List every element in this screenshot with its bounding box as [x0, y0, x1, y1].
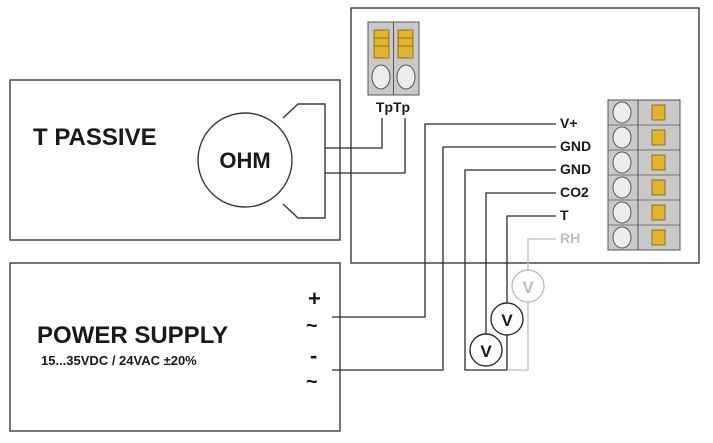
- wire-gnd-2: [464, 169, 556, 371]
- resistor-label: OHM: [219, 148, 270, 173]
- voltmeter-co2: [469, 333, 503, 367]
- wire-rh: [527, 238, 556, 270]
- t-passive-module: T PASSIVE OHM: [9, 79, 341, 241]
- voltmeter-rh: [511, 269, 545, 303]
- terminal-label-gnd-2: GND: [560, 161, 591, 177]
- terminal-label-gnd-1: GND: [560, 138, 591, 154]
- terminal-contact: [651, 129, 666, 146]
- terminal-screw: [612, 101, 632, 124]
- wire-ohm-tp2: [325, 118, 406, 174]
- power-supply-spec: 15...35VDC / 24VAC ±20%: [41, 353, 197, 368]
- tptp-contact-2: [397, 29, 414, 59]
- wire-gnd-1: [332, 146, 556, 371]
- transmitter-housing: [350, 7, 700, 264]
- terminal-tilde-2: ~: [306, 371, 318, 393]
- tptp-connector: TpTp: [367, 21, 420, 115]
- terminal-screw: [612, 226, 632, 249]
- terminal-label-co2: CO2: [560, 184, 589, 200]
- voltmeter-rh-label: V: [522, 278, 534, 297]
- terminal-label-t: T: [560, 207, 569, 223]
- power-supply-title: POWER SUPPLY: [37, 322, 228, 349]
- terminal-screw: [612, 176, 632, 199]
- wire-t: [506, 215, 556, 303]
- tptp-screw-2: [396, 64, 416, 90]
- terminal-contact: [651, 104, 666, 121]
- terminal-contact: [651, 204, 666, 221]
- wire-ohm-tp1: [325, 118, 383, 149]
- tptp-label: TpTp: [376, 99, 410, 115]
- voltmeter-t: [490, 302, 524, 336]
- t-passive-title: T PASSIVE: [33, 124, 157, 151]
- voltmeter-t-label: V: [501, 311, 513, 330]
- wire-co2: [485, 192, 556, 334]
- tptp-contact-1: [373, 29, 390, 59]
- voltmeters: V V V: [469, 269, 545, 367]
- wire-rh-common: [507, 302, 529, 371]
- terminal-cells: [608, 99, 680, 249]
- terminal-label-rh: RH: [560, 230, 580, 246]
- resistor-circle: [197, 112, 293, 208]
- voltmeter-co2-label: V: [480, 342, 492, 361]
- terminal-minus: -: [310, 343, 317, 368]
- wires: [325, 118, 556, 371]
- terminal-block: [607, 99, 681, 251]
- terminal-screw: [612, 126, 632, 149]
- t-passive-box: [9, 79, 341, 241]
- terminal-contact: [651, 229, 666, 246]
- power-supply-module: POWER SUPPLY 15...35VDC / 24VAC ±20% + ~…: [9, 262, 341, 432]
- tptp-screw-1: [371, 64, 391, 90]
- terminal-screw: [612, 201, 632, 224]
- terminal-labels: V+ GND GND CO2 T RH: [560, 115, 591, 246]
- resistor-tab: [282, 103, 326, 219]
- power-supply-box: [9, 262, 341, 432]
- terminal-plus: +: [308, 286, 321, 311]
- terminal-contact: [651, 179, 666, 196]
- terminal-label-vplus: V+: [560, 115, 578, 131]
- terminal-contact: [651, 154, 666, 171]
- wire-vplus: [332, 123, 556, 318]
- terminal-tilde-1: ~: [306, 315, 318, 337]
- terminal-screw: [612, 151, 632, 174]
